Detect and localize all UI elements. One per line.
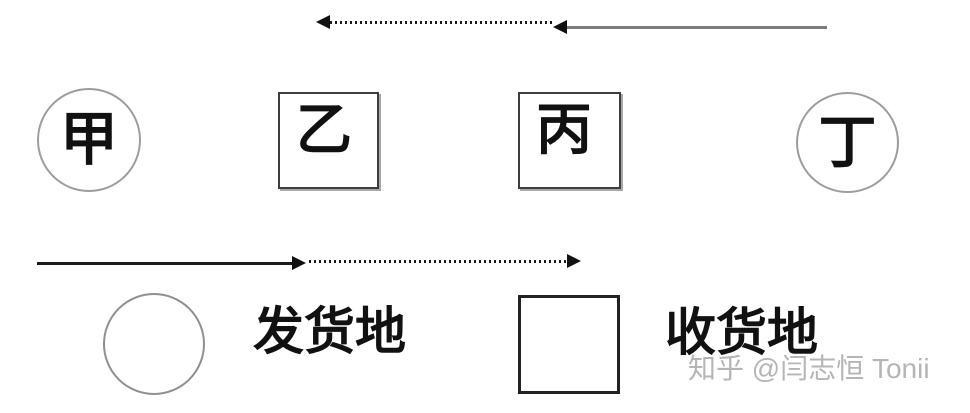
arrow-right-icon [292, 256, 306, 270]
arrow-top-dotted-line [330, 21, 553, 24]
arrow-left-icon [316, 15, 330, 29]
node-ding-circle: 丁 [796, 92, 899, 193]
arrow-bottom-dotted-line [309, 260, 567, 263]
legend-square-label: 收货地 [665, 304, 819, 361]
node-yi-label: 乙 [296, 98, 352, 161]
node-jia-circle: 甲 [37, 88, 141, 192]
node-bing-square: 丙 [518, 92, 621, 189]
arrow-right-icon [567, 254, 581, 268]
legend-circle-label: 发货地 [253, 303, 407, 360]
arrow-top-solid-line [566, 26, 827, 29]
node-ding-label: 丁 [818, 109, 877, 175]
arrow-bottom-solid-line [37, 262, 293, 265]
node-jia-label: 甲 [59, 107, 118, 172]
legend-circle-symbol [103, 293, 205, 395]
legend-square-symbol [518, 295, 620, 394]
zhihu-watermark: 知乎 @闫志恒 Tonii [688, 353, 930, 384]
node-bing-label: 丙 [536, 98, 592, 161]
arrow-left-icon [553, 20, 567, 34]
node-yi-square: 乙 [278, 92, 379, 189]
